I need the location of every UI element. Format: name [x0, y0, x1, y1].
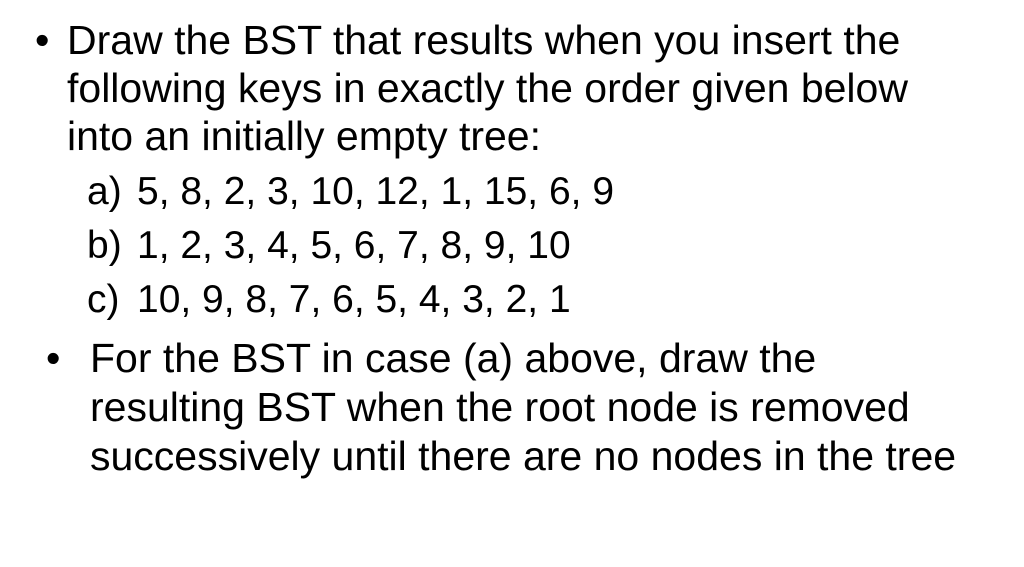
bullet-remove-line-1: For the BST in case (a) above, draw the [90, 335, 817, 381]
bullet-insert-exercise: • Draw the BST that results when you ins… [0, 16, 1024, 160]
list-item-c: c) 10, 9, 8, 7, 6, 5, 4, 3, 2, 1 [87, 273, 1024, 327]
bullet-insert-line-2: following keys in exactly the order give… [67, 65, 908, 111]
list-item-a: a) 5, 8, 2, 3, 10, 12, 1, 15, 6, 9 [87, 165, 1024, 219]
bullet-remove-exercise-text: For the BST in case (a) above, draw the … [90, 334, 1024, 481]
bullet-icon: • [35, 17, 50, 63]
slide: • Draw the BST that results when you ins… [0, 16, 1024, 567]
list-item-b-label: b) [87, 224, 122, 267]
list-item-a-label: a) [87, 170, 122, 213]
bullet-icon: • [46, 335, 61, 381]
list-item-b: b) 1, 2, 3, 4, 5, 6, 7, 8, 9, 10 [87, 219, 1024, 273]
bullet-insert-exercise-text: Draw the BST that results when you inser… [67, 16, 1024, 160]
bullet-remove-line-2: resulting BST when the root node is remo… [90, 384, 910, 430]
list-item-c-keys: 10, 9, 8, 7, 6, 5, 4, 3, 2, 1 [137, 278, 571, 321]
bullet-remove-line-3: successively until there are no nodes in… [90, 433, 957, 479]
list-item-c-label: c) [87, 278, 120, 321]
key-sequence-list: a) 5, 8, 2, 3, 10, 12, 1, 15, 6, 9 b) 1,… [0, 165, 1024, 327]
bullet-insert-line-3: into an initially empty tree: [67, 113, 542, 159]
bullet-insert-line-1: Draw the BST that results when you inser… [67, 17, 901, 63]
list-item-a-keys: 5, 8, 2, 3, 10, 12, 1, 15, 6, 9 [137, 170, 615, 213]
list-item-b-keys: 1, 2, 3, 4, 5, 6, 7, 8, 9, 10 [137, 224, 571, 267]
bullet-remove-exercise: • For the BST in case (a) above, draw th… [0, 334, 1024, 481]
